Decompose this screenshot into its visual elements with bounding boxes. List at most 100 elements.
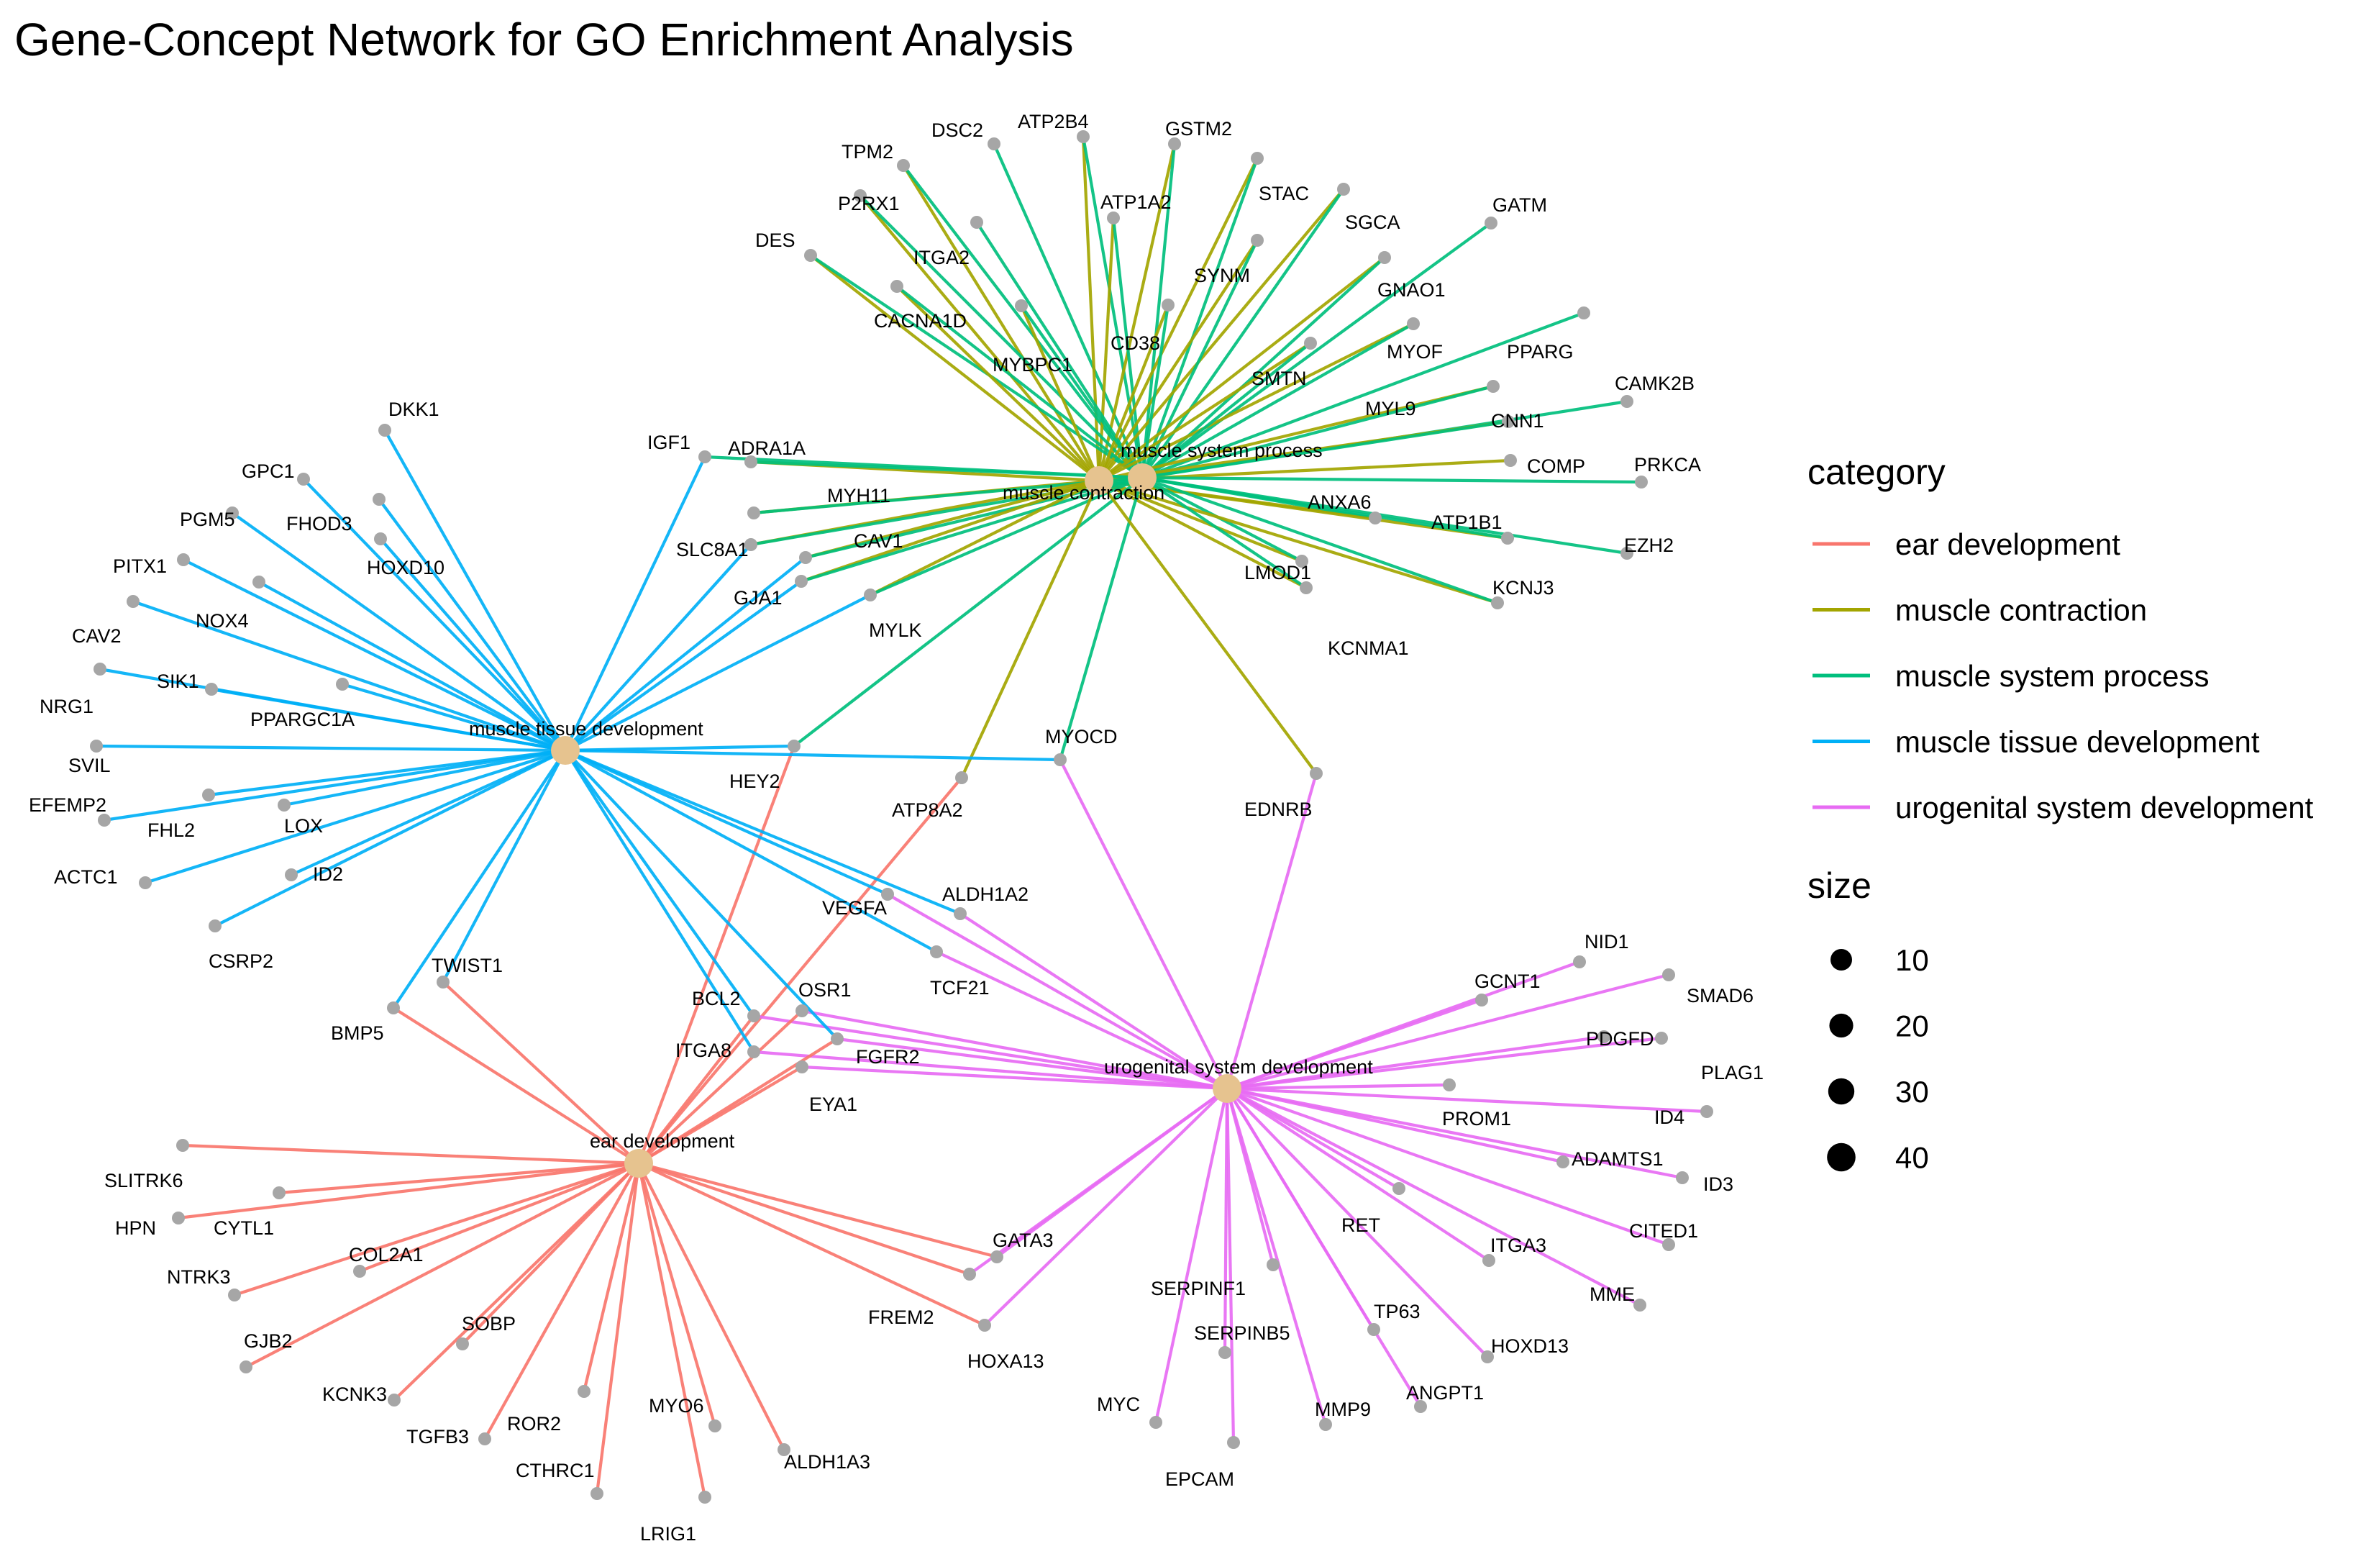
- gene-label-aldh1a3: ALDH1A3: [784, 1451, 870, 1473]
- gene-node-lrig1: [698, 1491, 711, 1504]
- gene-node-csrp2: [209, 919, 222, 932]
- gene-node-slitrk6: [176, 1139, 189, 1152]
- edge-myl9-msp: [1141, 384, 1494, 480]
- gene-node-myl9: [1487, 380, 1500, 393]
- edge-layer: [96, 136, 1708, 1498]
- edge-tgfb3-ed: [483, 1162, 640, 1440]
- edge-igf1-mtd: [564, 456, 706, 751]
- gene-label-twist1: TWIST1: [432, 955, 503, 976]
- edge-cytl1-ed: [278, 1161, 639, 1195]
- edge-gnao1-msp: [1141, 256, 1386, 479]
- gene-node-adra1a: [744, 455, 757, 468]
- edge-mybpc1-msp: [1020, 304, 1144, 479]
- gene-label-mme: MME: [1590, 1283, 1635, 1305]
- gene-label-fgfr2: FGFR2: [856, 1046, 920, 1068]
- gene-label-dsc2: DSC2: [931, 119, 983, 141]
- gene-label-cthrc1: CTHRC1: [516, 1460, 595, 1481]
- gene-node-serpinb5: [1218, 1346, 1231, 1359]
- edge-cacna1d-msp: [895, 285, 1144, 479]
- gene-label-cited1: CITED1: [1629, 1220, 1698, 1242]
- gene-label-mmp9: MMP9: [1315, 1399, 1371, 1420]
- edge-bcl2-usd: [753, 1014, 1228, 1091]
- hub-label-muscle-contraction: muscle contraction: [1003, 482, 1164, 504]
- edge-des-msp: [809, 254, 1144, 479]
- gene-node-aldh1a3: [778, 1443, 790, 1456]
- gene-node-prkca: [1635, 476, 1648, 489]
- edge-lrig1-ed: [637, 1163, 707, 1498]
- gene-node-id4: [1700, 1105, 1713, 1118]
- legend-label-ear-development: ear development: [1895, 527, 2120, 561]
- gene-node-dkk1: [378, 424, 391, 437]
- gene-node-synm: [1251, 234, 1264, 247]
- edge-prom1-usd: [1226, 1083, 1450, 1091]
- gene-label-cnn1: CNN1: [1491, 410, 1544, 432]
- edge-mme-usd: [1226, 1087, 1641, 1307]
- gene-node-serpinf1: [1267, 1258, 1280, 1271]
- edge-id3-usd: [1226, 1086, 1683, 1180]
- gene-label-bcl2: BCL2: [692, 988, 741, 1009]
- gene-node-sobp: [456, 1337, 469, 1350]
- gene-node-stac: [1251, 152, 1264, 165]
- gene-node-ednrb: [1310, 767, 1323, 780]
- edge-atp8a2-mc: [960, 480, 1100, 778]
- legend-size-dot-20: [1829, 1013, 1854, 1038]
- legend-label-muscle-system-process: muscle system process: [1895, 659, 2209, 693]
- gene-label-eya1: EYA1: [809, 1094, 857, 1115]
- gene-node-tpm2: [897, 159, 910, 172]
- gene-label-camk2b: CAMK2B: [1615, 373, 1695, 394]
- gene-label-p2rx1: P2RX1: [838, 193, 900, 214]
- edge-cav1-mtd: [564, 556, 807, 752]
- edge-angpt1-usd: [1226, 1087, 1422, 1408]
- gene-label-atp2b4: ATP2B4: [1018, 111, 1089, 132]
- gene-label-prom1: PROM1: [1442, 1108, 1511, 1130]
- gene-label-kcnma1: KCNMA1: [1328, 637, 1409, 659]
- legend-size-label-10: 10: [1895, 943, 1929, 977]
- edge-gatm-msp: [1141, 222, 1492, 479]
- edge-epcam-usd: [1225, 1088, 1236, 1443]
- hub-node-muscle-contraction: [1085, 466, 1113, 495]
- gene-label-myc: MYC: [1097, 1394, 1140, 1415]
- edge-bmp5-mtd: [392, 749, 567, 1009]
- legend-size-label-40: 40: [1895, 1141, 1929, 1175]
- gene-label-smtn: SMTN: [1251, 368, 1307, 389]
- edge-frem2-usd: [968, 1087, 1228, 1276]
- node-layer: [90, 130, 1713, 1504]
- edge-aldh1a2-mtd: [565, 749, 961, 915]
- gene-label-sobp: SOBP: [462, 1313, 516, 1335]
- gene-label-prkca: PRKCA: [1634, 454, 1701, 476]
- gene-label-lrig1: LRIG1: [640, 1523, 696, 1545]
- gene-label-mylk: MYLK: [869, 619, 922, 641]
- edge-aldh1a3-ed: [637, 1163, 785, 1450]
- gene-label-angpt1: ANGPT1: [1406, 1382, 1484, 1404]
- gene-label-ednrb: EDNRB: [1244, 799, 1313, 820]
- hub-node-muscle-tissue-development: [551, 736, 580, 765]
- gene-node-ppargc1a: [336, 678, 349, 691]
- gene-node-smad6: [1662, 968, 1675, 981]
- edge-gja1-mc: [801, 479, 1100, 583]
- gene-label-pitx1: PITX1: [113, 555, 167, 577]
- gene-node-gatm: [1485, 217, 1497, 230]
- edge-gstm2-mc: [1097, 143, 1177, 481]
- gene-label-comp: COMP: [1527, 455, 1585, 477]
- gene-node-pgm5: [226, 506, 239, 519]
- legend-label-muscle-contraction: muscle contraction: [1895, 594, 2147, 627]
- gene-label-nox4: NOX4: [196, 610, 249, 632]
- gene-label-gata3: GATA3: [993, 1230, 1054, 1251]
- edge-myocd-usd: [1059, 759, 1228, 1089]
- gene-node-gpc1: [297, 473, 310, 486]
- legend-size-label-30: 30: [1895, 1075, 1929, 1109]
- gene-node-igf1: [698, 450, 711, 463]
- edge-gja1-mtd: [564, 580, 803, 752]
- edge-synm-msp: [1141, 240, 1259, 478]
- gene-label-cytl1: CYTL1: [214, 1217, 274, 1239]
- edge-kcnj3-mc: [1098, 478, 1498, 605]
- gene-label-tpm2: TPM2: [842, 141, 893, 163]
- gene-node-pitx1: [177, 553, 190, 566]
- edge-des-mc: [809, 254, 1100, 482]
- edge-sik1-mtd: [211, 687, 566, 753]
- gene-node-hoxd10: [374, 532, 387, 545]
- edge-bcl2-ed: [637, 1014, 755, 1165]
- gene-label-id2: ID2: [313, 863, 343, 885]
- gene-label-gnao1: GNAO1: [1377, 279, 1446, 301]
- gene-label-myof: MYOF: [1387, 341, 1443, 363]
